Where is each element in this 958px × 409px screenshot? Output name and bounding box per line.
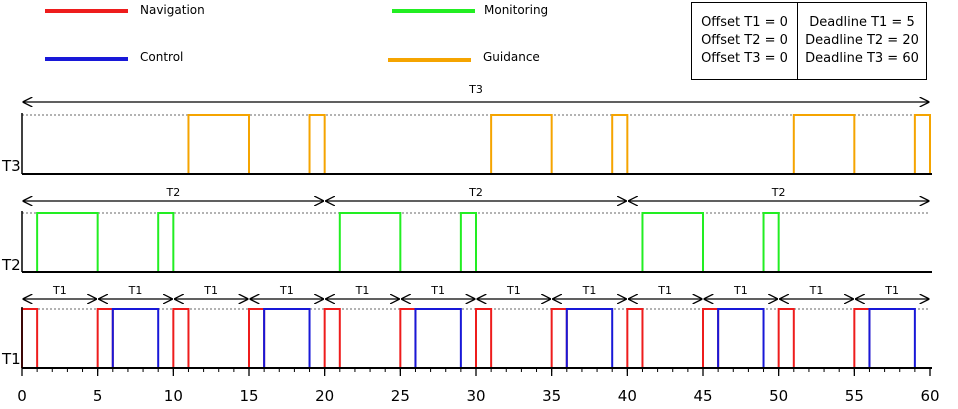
row-label-t1: T1 [1, 350, 21, 368]
tick-label: 5 [93, 387, 103, 405]
pulse-navigation [96, 308, 114, 368]
period-label-t1: T1 [355, 284, 370, 297]
period-label-t1: T1 [733, 284, 748, 297]
period-label-t1: T1 [809, 284, 824, 297]
tick-label: 15 [239, 387, 258, 405]
tick-label: 40 [618, 387, 637, 405]
period-label-t1: T1 [128, 284, 143, 297]
pulse-control [263, 308, 311, 368]
period-label-t1: T1 [884, 284, 899, 297]
tick-label: 45 [693, 387, 712, 405]
legend-label-control: Control [140, 50, 183, 64]
offset-t3: Offset T3 = 0 [701, 51, 788, 66]
pulse-navigation [550, 308, 568, 368]
period-label-t2: T2 [771, 186, 786, 199]
legend-item-control: Control [45, 50, 183, 64]
pulse-t2 [36, 212, 99, 272]
time-axis: 0 5 10 15 20 25 30 35 40 45 50 55 60 [17, 368, 940, 405]
pulse-navigation [399, 308, 417, 368]
pulse-navigation [626, 308, 644, 368]
pulse-t2 [762, 212, 780, 272]
legend-item-guidance: Guidance [388, 50, 540, 64]
pulse-navigation [323, 308, 341, 368]
period-label-t1: T1 [506, 284, 521, 297]
period-label-t2: T2 [468, 186, 483, 199]
pulse-t3 [490, 114, 553, 174]
offsets-column: Offset T1 = 0 Offset T2 = 0 Offset T3 = … [692, 3, 798, 79]
tick-label: 55 [845, 387, 864, 405]
offset-t2: Offset T2 = 0 [701, 33, 788, 48]
pulse-navigation [702, 308, 720, 368]
deadline-t2: Deadline T2 = 20 [805, 33, 919, 48]
legend-label-guidance: Guidance [483, 50, 540, 64]
pulse-t2 [459, 212, 477, 272]
period-label-t1: T1 [657, 284, 672, 297]
pulse-t3 [913, 114, 931, 174]
pulse-navigation [853, 308, 871, 368]
tick-label: 50 [769, 387, 788, 405]
deadline-t1: Deadline T1 = 5 [809, 15, 915, 30]
period-label-t2: T2 [165, 186, 180, 199]
pulse-t3 [308, 114, 326, 174]
legend-label-navigation: Navigation [140, 3, 205, 17]
tick-label: 35 [542, 387, 561, 405]
pulse-navigation [475, 308, 493, 368]
pulse-control [111, 308, 160, 368]
pulse-navigation [777, 308, 795, 368]
pulse-t3 [187, 114, 250, 174]
period-label-t3: T3 [468, 83, 483, 96]
pulse-t2 [157, 212, 175, 272]
pulse-navigation [172, 308, 190, 368]
legend-label-monitoring: Monitoring [484, 3, 548, 17]
pulse-t3 [792, 114, 856, 174]
row-label-t3: T3 [1, 157, 21, 175]
pulse-t3 [611, 114, 629, 174]
pulse-control [565, 308, 614, 368]
row-label-t2: T2 [1, 256, 21, 274]
pulse-control [717, 308, 765, 368]
tick-label: 60 [920, 387, 939, 405]
tick-label: 25 [391, 387, 410, 405]
row-t3: T3 [21, 83, 932, 175]
row-t2: T2 T2 T2 [21, 186, 932, 273]
pulse-control [868, 308, 916, 368]
tick-label: 30 [466, 387, 485, 405]
pulse-navigation [248, 308, 266, 368]
period-label-t1: T1 [582, 284, 597, 297]
legend: Navigation Monitoring Control Guidance [45, 3, 548, 64]
tick-label: 20 [315, 387, 334, 405]
tick-label: 10 [164, 387, 183, 405]
row-t1: T1 T1 T1 T1 T1 T1 T1 T1 T1 T1 T1 T1 [21, 284, 932, 369]
legend-item-monitoring: Monitoring [392, 3, 548, 17]
period-label-t1: T1 [279, 284, 294, 297]
period-label-t1: T1 [430, 284, 445, 297]
tick-label: 0 [17, 387, 27, 405]
pulse-t2 [641, 212, 704, 272]
pulse-t2 [338, 212, 402, 272]
period-label-t1: T1 [52, 284, 67, 297]
pulse-navigation [21, 308, 39, 368]
pulse-control [414, 308, 462, 368]
offset-t1: Offset T1 = 0 [701, 15, 788, 30]
period-label-t1: T1 [203, 284, 218, 297]
deadline-t3: Deadline T3 = 60 [805, 51, 919, 66]
parameters-box: Offset T1 = 0 Offset T2 = 0 Offset T3 = … [691, 2, 927, 80]
legend-item-navigation: Navigation [45, 3, 205, 17]
deadlines-column: Deadline T1 = 5 Deadline T2 = 20 Deadlin… [798, 3, 926, 79]
